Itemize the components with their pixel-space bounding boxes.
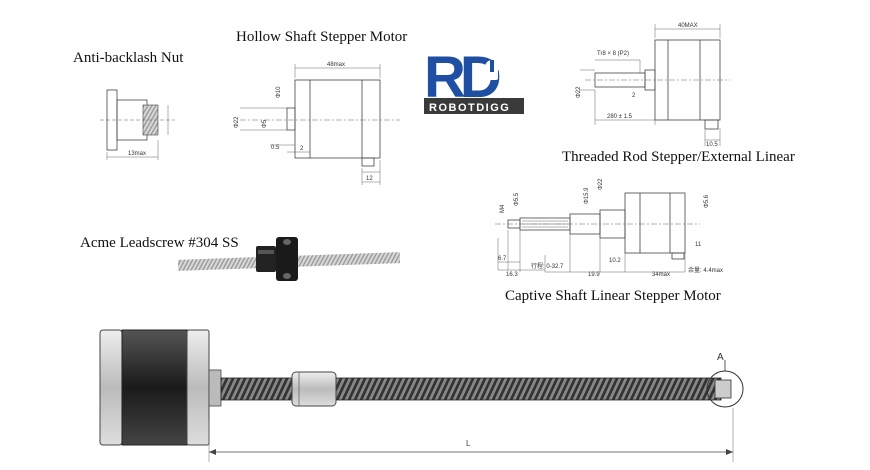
captive-shaft-drawing: M4 Φ5.5 Φ15.9 Φ22 Φ5.6 6.7 16.3 行程: 0-32… (495, 178, 723, 278)
robotdigg-logo: RD ROBOTDIGG (424, 45, 524, 114)
captive-x3-dim: 行程: 0-32.7 (531, 262, 564, 270)
threaded-rod-label: Threaded Rod Stepper/External Linear (562, 149, 795, 165)
captive-d2-dim: Φ15.9 (584, 187, 590, 204)
length-l-label: L (466, 439, 471, 448)
captive-x4-dim: 19.9 (588, 272, 600, 278)
threaded-len-dim: 280 ± 1.5 (607, 114, 633, 120)
captive-shaft-label: Captive Shaft Linear Stepper Motor (505, 288, 721, 304)
captive-x7-dim: 11 (695, 242, 702, 248)
anti-backlash-nut-label: Anti-backlash Nut (73, 50, 184, 66)
captive-x1-dim: 6.7 (498, 256, 507, 262)
threaded-two-dim: 2 (632, 93, 636, 99)
nut-width-dim: 13max (128, 151, 146, 157)
hollow-d1-dim: Φ22 (234, 116, 240, 128)
threaded-dia-dim: Φ22 (576, 86, 582, 98)
hollow-b-dim: 2 (300, 146, 304, 152)
hollow-shaft-drawing: 48max Φ22 Φ5 Φ10 0.5 2 12 (234, 62, 400, 185)
acme-leadscrew-drawing (177, 237, 401, 281)
captive-x5-dim: 10.2 (609, 258, 621, 264)
captive-x8-dim: 余量: 4.4max (688, 266, 723, 274)
detail-a-label: A (717, 352, 724, 363)
hollow-a-dim: 0.5 (271, 145, 280, 151)
captive-d1-dim: Φ5.5 (514, 192, 520, 206)
hollow-shaft-label: Hollow Shaft Stepper Motor (236, 29, 408, 45)
captive-d4-dim: Φ5.6 (704, 194, 710, 208)
acme-leadscrew-label: Acme Leadscrew #304 SS (80, 235, 239, 251)
threaded-width-dim: 40MAX (678, 23, 698, 29)
anti-backlash-nut-drawing: 13max (100, 89, 175, 160)
logo-wordmark: ROBOTDIGG (429, 102, 510, 114)
threaded-end-dim: 10.5 (706, 142, 718, 148)
hollow-d3-dim: Φ5 (262, 119, 268, 128)
captive-d3-dim: Φ22 (598, 178, 604, 190)
captive-m4-dim: M4 (500, 204, 506, 213)
linear-stepper-assembly: A L (99, 329, 744, 462)
hollow-width-dim: 48max (327, 62, 345, 68)
threaded-rod-drawing: 40MAX Tr8 × 8 (P2) Φ22 280 ± 1.5 2 10.5 (576, 23, 730, 148)
hollow-d2-dim: Φ10 (276, 86, 282, 98)
captive-x2-dim: 16.3 (506, 272, 518, 278)
threaded-thread-dim: Tr8 × 8 (P2) (597, 51, 629, 57)
hollow-c-dim: 12 (366, 176, 373, 182)
captive-x6-dim: 34max (652, 272, 670, 278)
